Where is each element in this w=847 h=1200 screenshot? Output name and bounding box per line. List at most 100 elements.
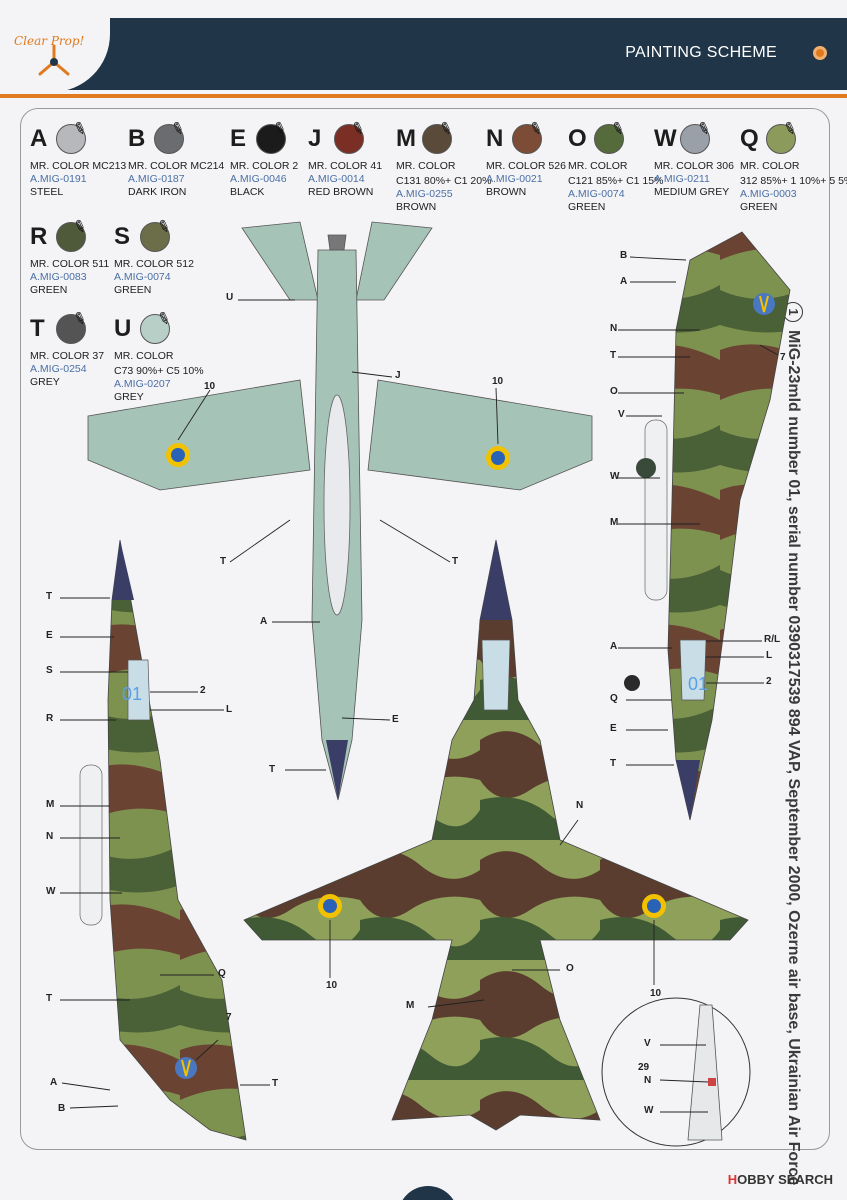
callout-q-side-left: Q	[218, 968, 226, 979]
swatch-head: O✎	[568, 119, 688, 158]
callout-m-side-right: M	[610, 517, 619, 528]
callout-b-side-left: B	[58, 1103, 66, 1114]
paint-dot-icon: ✎	[512, 119, 545, 154]
swatch-head: W✎	[654, 119, 774, 158]
swatch-color-name: BROWN	[396, 201, 437, 213]
swatch-letter: O	[568, 125, 587, 152]
swatch-letter: S	[114, 223, 131, 250]
swatch-mr-color: MR. COLOR	[396, 160, 456, 172]
swatch-letter: E	[230, 125, 247, 152]
fuselage-number-left: 01	[122, 684, 142, 704]
swatch-letter: J	[308, 125, 322, 152]
swatch-color-name: DARK IRON	[128, 186, 187, 198]
callout-s-side-left: S	[46, 665, 53, 676]
swatch-mix: C121 85%+ C1 15%	[568, 175, 664, 187]
swatch-color-name: MEDIUM GREY	[654, 186, 730, 198]
callout-10-top-left: 10	[326, 980, 338, 991]
swatch-mr-color: MR. COLOR	[114, 350, 174, 362]
page-title: PAINTING SCHEME	[625, 44, 777, 61]
paint-dot-icon: ✎	[334, 119, 367, 154]
swatch-color-name: GREEN	[740, 201, 778, 213]
paint-dot-icon: ✎	[594, 119, 627, 154]
callout-t-side-left: T	[46, 591, 53, 602]
swatch-amig-code: A.MIG-0014	[308, 173, 365, 185]
swatch-mix: C131 80%+ C1 20%	[396, 175, 492, 187]
brand-logo-text: Clear Prop!	[14, 34, 85, 48]
paint-dot-icon: ✎	[56, 309, 89, 344]
aircraft-right-profile: 01	[624, 231, 791, 821]
callout-l-side-left: L	[226, 704, 233, 715]
callout-7-side-left: 7	[226, 1012, 232, 1023]
callout-l-side-right: L	[766, 650, 773, 661]
paint-dot-icon: ✎	[680, 119, 713, 154]
callout-o-top: O	[566, 963, 574, 974]
swatch-mix: C73 90%+ C5 10%	[114, 365, 204, 377]
swatch-color-name: GREEN	[568, 201, 606, 213]
callout-e-bottom: E	[392, 714, 399, 725]
swatch-letter: M	[396, 125, 416, 152]
swatch-mr-color: MR. COLOR 2	[230, 160, 299, 172]
callout-e-side-right: E	[610, 723, 617, 734]
callout-t-nose-bottom: T	[269, 764, 276, 775]
swatch-mr-color: MR. COLOR 306	[654, 160, 734, 172]
swatch-head: R✎	[30, 217, 150, 256]
callout-b-side-right: B	[620, 250, 628, 261]
swatch-amig-code: A.MIG-0211	[654, 173, 710, 185]
swatch-mr-color: MR. COLOR MC214	[128, 160, 225, 172]
callout-a-nose-right: A	[610, 641, 618, 652]
callout-q-side-right: Q	[610, 693, 618, 704]
callout-10-right-wing: 10	[492, 376, 504, 387]
swatch-mr-color: MR. COLOR 526	[486, 160, 566, 172]
callout-a-side-left: A	[50, 1077, 58, 1088]
swatch-color-name: GREY	[30, 376, 60, 388]
paint-dot-icon: ✎	[256, 119, 289, 154]
swatch-color-name: GREEN	[114, 284, 152, 296]
callout-rl-side-right: R/L	[764, 634, 781, 645]
swatch-mix: 312 85%+ 1 10%+ 5 5%	[740, 175, 847, 187]
swatch-mr-color: MR. COLOR 512	[114, 258, 194, 270]
swatch-head: B✎	[128, 119, 248, 158]
swatch-color-name: GREY	[114, 391, 144, 403]
callout-t-right: T	[452, 556, 459, 567]
aircraft-top-view	[243, 539, 749, 1131]
swatch-letter: R	[30, 223, 48, 250]
swatch-amig-code: A.MIG-0021	[486, 173, 543, 185]
swatch-letter: A	[30, 125, 48, 152]
callout-j: J	[395, 370, 401, 381]
paint-dot-icon: ✎	[766, 119, 799, 154]
swatch-head: J✎	[308, 119, 428, 158]
callout-v-detail: V	[644, 1038, 651, 1049]
swatch-head: Q✎	[740, 119, 847, 158]
aircraft-bottom-view	[87, 221, 593, 801]
callout-o-side-right: O	[610, 386, 618, 397]
detail-inset	[601, 997, 751, 1147]
swatch-letter: U	[114, 315, 132, 342]
swatch-color-name: GREEN	[30, 284, 68, 296]
swatch-mr-color: MR. COLOR 37	[30, 350, 105, 362]
paint-dot-icon: ✎	[56, 119, 89, 154]
aircraft-left-profile: 01	[79, 539, 247, 1141]
swatch-mr-color: MR. COLOR MC213	[30, 160, 127, 172]
callout-a-side-right: A	[620, 276, 628, 287]
header-dot-icon	[813, 46, 827, 60]
swatch-amig-code: A.MIG-0046	[230, 173, 287, 185]
watermark-logo: HOBBY SEARCH	[727, 1172, 833, 1187]
swatch-amig-code: A.MIG-0207	[114, 378, 171, 390]
swatch-letter: W	[654, 125, 677, 152]
swatch-head: N✎	[486, 119, 606, 158]
callout-v-side-right: V	[618, 409, 625, 420]
callout-2-side-left: 2	[200, 685, 206, 696]
callout-t-tail-left: T	[46, 993, 53, 1004]
swatch-letter: B	[128, 125, 146, 152]
callout-t-side-right: T	[610, 350, 617, 361]
swatch-amig-code: A.MIG-0074	[114, 271, 171, 283]
callout-10-top-right: 10	[650, 988, 662, 999]
